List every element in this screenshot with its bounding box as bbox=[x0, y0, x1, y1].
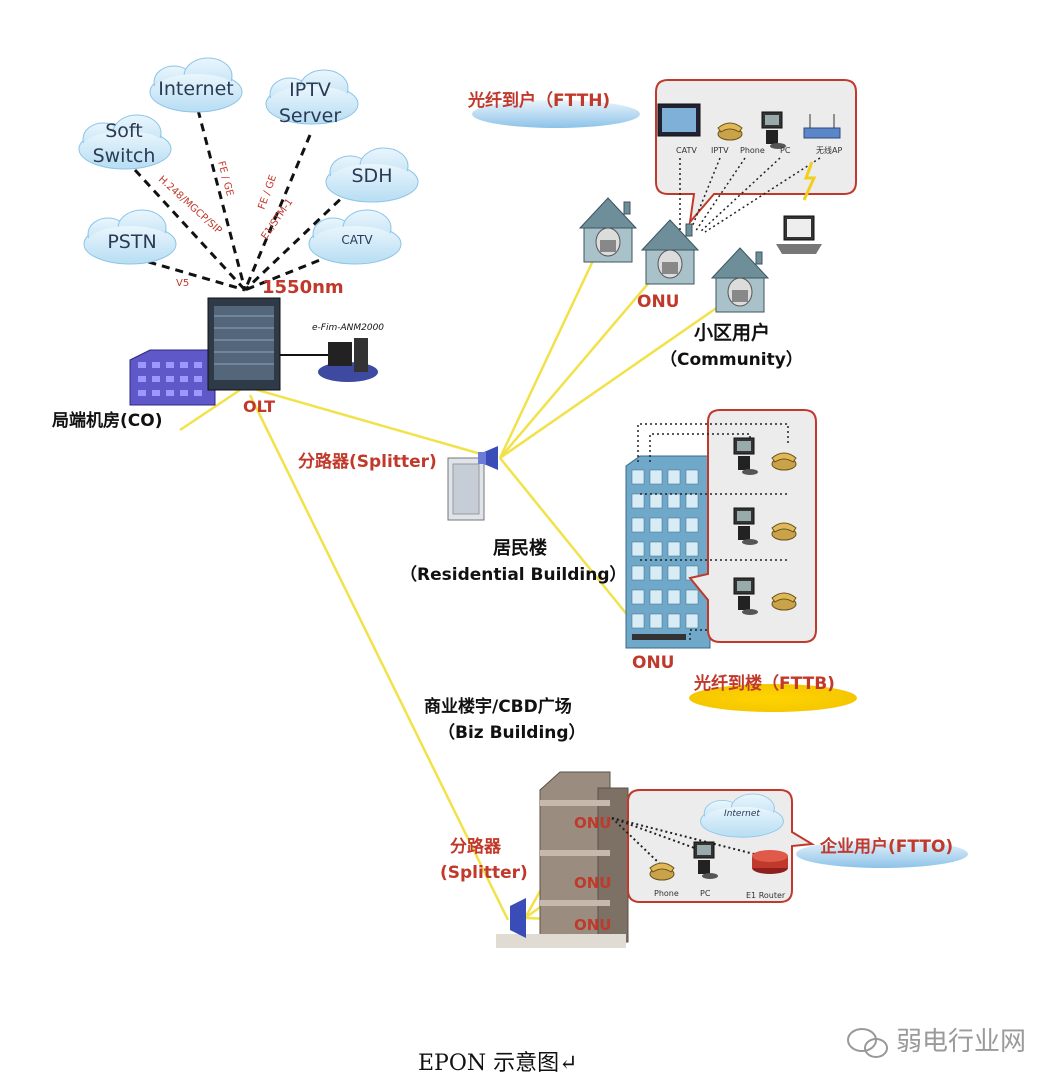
biz-device-phone: Phone bbox=[654, 889, 679, 898]
ftto-ellipse bbox=[796, 840, 968, 868]
ftto-title: 企业用户(FTTO) bbox=[819, 836, 953, 857]
cloud-catv-label: CATV bbox=[341, 233, 373, 247]
cloud-sdh-label: SDH bbox=[352, 165, 393, 187]
fiber-lines bbox=[179, 249, 729, 922]
ftth-device-phone: Phone bbox=[740, 146, 765, 155]
cloud-switch-label: Switch bbox=[93, 145, 156, 167]
cloud-internet-label: Internet bbox=[158, 78, 233, 100]
ftth-device-iptv: IPTV bbox=[711, 146, 729, 155]
splitter2-en: (Splitter) bbox=[440, 863, 528, 883]
residential-onu-label: ONU bbox=[632, 653, 674, 673]
cloud-iptv-label-2: Server bbox=[279, 105, 341, 127]
biz-devices bbox=[649, 841, 788, 881]
biz-building bbox=[496, 771, 629, 948]
ftth-dotted-links bbox=[679, 157, 821, 233]
wavelength-label: 1550nm bbox=[262, 277, 344, 298]
fttb-ellipse bbox=[689, 684, 857, 712]
house-3 bbox=[711, 247, 769, 313]
cloud-iptv-label: IPTV bbox=[289, 79, 331, 101]
ems-label: e-Fim-ANM2000 bbox=[312, 323, 384, 333]
ftth-ellipse bbox=[472, 100, 640, 128]
uplink-lines bbox=[133, 109, 352, 292]
biz-onu-3: ONU bbox=[574, 916, 612, 934]
biz-device-router: E1 Router bbox=[746, 891, 786, 900]
ftth-device-pc: PC bbox=[780, 146, 791, 155]
ftth-device-catv: CATV bbox=[676, 146, 697, 155]
link-fe-label-2: FE / GE bbox=[256, 174, 279, 211]
ftth-title: 光纤到户（FTTH) bbox=[467, 90, 610, 111]
cloud-soft-label: Soft bbox=[105, 120, 143, 142]
watermark-text: 弱电行业网 bbox=[896, 1027, 1026, 1057]
co-building bbox=[129, 349, 216, 406]
splitter2-cn: 分路器 bbox=[450, 836, 502, 857]
ftth-device-ap: 无线AP bbox=[816, 145, 842, 155]
laptop-icon bbox=[776, 215, 822, 254]
fttb-title: 光纤到楼（FTTB) bbox=[693, 673, 835, 694]
residential-en: （Residential Building） bbox=[400, 564, 627, 585]
house-1 bbox=[579, 197, 637, 263]
fttb-dotted-links bbox=[637, 423, 790, 640]
olt-label: OLT bbox=[243, 397, 275, 416]
biz-onu-1: ONU bbox=[574, 814, 612, 832]
cbd-en: （Biz Building） bbox=[438, 722, 586, 743]
community-en: （Community） bbox=[660, 349, 803, 370]
wireless-bolt bbox=[802, 161, 817, 201]
cbd-cn: 商业楼宇/CBD广场 bbox=[424, 696, 572, 717]
splitter1-label: 分路器(Splitter) bbox=[298, 451, 437, 472]
olt-rack bbox=[207, 297, 281, 391]
link-v5-label: V5 bbox=[176, 278, 189, 289]
ems-workstation bbox=[318, 338, 378, 382]
ftth-callout bbox=[655, 79, 857, 226]
cloud-pstn-label: PSTN bbox=[107, 231, 156, 253]
residential-cn: 居民楼 bbox=[493, 537, 547, 559]
house-2 bbox=[641, 219, 699, 285]
wechat-icon bbox=[847, 1028, 888, 1058]
biz-dotted-links bbox=[611, 817, 771, 865]
residential-building bbox=[625, 455, 711, 649]
caption: EPON 示意图↵ bbox=[418, 1051, 578, 1076]
community-cn: 小区用户 bbox=[694, 321, 770, 344]
biz-device-pc: PC bbox=[700, 889, 711, 898]
co-label: 局端机房(CO) bbox=[52, 410, 162, 431]
ftth-onu-label: ONU bbox=[637, 292, 679, 312]
biz-cloud-label: Internet bbox=[724, 809, 760, 819]
biz-onu-2: ONU bbox=[574, 874, 612, 892]
ftth-devices bbox=[657, 103, 841, 150]
splitter-cabinet bbox=[447, 446, 498, 521]
